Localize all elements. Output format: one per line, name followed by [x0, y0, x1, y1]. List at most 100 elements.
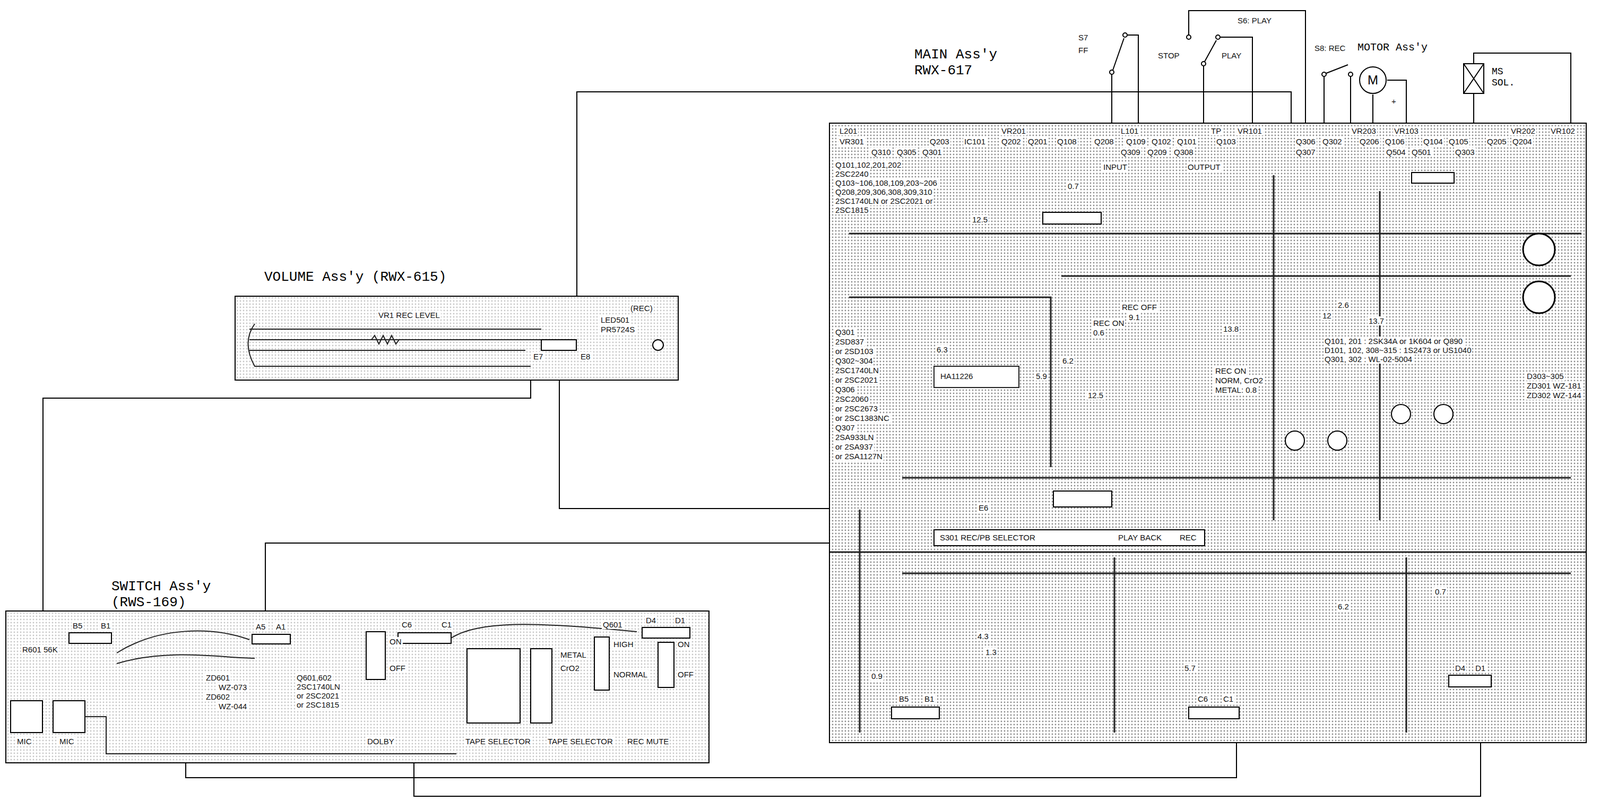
- part-label: D303~305: [1525, 371, 1565, 381]
- label-holder: MIC: [58, 736, 76, 747]
- label-holder: VR102: [1549, 126, 1577, 136]
- switch-contact: [1186, 35, 1191, 40]
- connector-strip: [1411, 172, 1455, 184]
- label-holder: Q105: [1447, 136, 1470, 147]
- part-label: 12: [1321, 310, 1333, 320]
- text-holder: MS SOL.: [1491, 66, 1520, 89]
- part-label: METAL: [559, 650, 588, 660]
- label-holder: D303~305: [1525, 371, 1565, 382]
- part-label: 12.5: [971, 214, 989, 224]
- part-label: Q601: [601, 619, 624, 629]
- label-holder: METAL: 0.8: [1214, 385, 1258, 395]
- label-holder: Q106: [1384, 136, 1406, 147]
- wire-connector: [265, 542, 829, 611]
- label-holder: ON: [388, 636, 403, 647]
- label-holder: Q108: [1056, 136, 1078, 147]
- label-holder: Q101: [1175, 136, 1198, 147]
- label-holder: VR1 REC LEVEL: [377, 310, 441, 320]
- switch-contact: [1321, 72, 1327, 77]
- part-label: B1: [923, 694, 936, 704]
- part-label: CrO2: [559, 663, 581, 673]
- part-label: MIC: [58, 736, 76, 746]
- label-holder: Q309: [1119, 147, 1142, 158]
- pcb-trace: [116, 630, 250, 653]
- part-label: (REC): [629, 303, 654, 313]
- label-holder: or 2SC1383NC: [834, 413, 891, 423]
- part-label: Q307: [1294, 147, 1317, 157]
- pcb-trace: [248, 323, 532, 367]
- label-holder: Q104: [1422, 136, 1444, 147]
- label-holder: REC MUTE: [626, 736, 670, 747]
- part-label: E8: [579, 351, 592, 361]
- part-label: +: [1390, 96, 1398, 106]
- part-label: S6: PLAY: [1236, 15, 1273, 25]
- part-label: ON: [676, 639, 691, 649]
- label-holder: 6.3: [935, 344, 949, 355]
- part-label: ZD301 WZ-181: [1525, 381, 1583, 391]
- connector-strip: [1053, 490, 1112, 507]
- transistor-symbol: [1285, 430, 1305, 451]
- mode-switches: [1109, 10, 1571, 123]
- part-label: Q601,602: [295, 672, 333, 682]
- pcb-trace: [902, 572, 1571, 575]
- label-holder: D4: [1454, 663, 1467, 673]
- label-holder: VR103: [1393, 126, 1420, 136]
- pcb-trace: [902, 477, 1571, 479]
- part-label: STOP: [1156, 50, 1181, 60]
- part-label: 2SC1815: [834, 205, 870, 215]
- part-label: D1: [673, 615, 687, 625]
- solenoid-symbol: [1463, 63, 1485, 94]
- label-holder: ZD301 WZ-181: [1525, 381, 1583, 391]
- solenoid-wire: [1473, 53, 1571, 123]
- label-holder: LED501: [599, 315, 631, 325]
- label-holder: 2SC2240: [834, 169, 870, 179]
- part-label: NORMAL: [612, 669, 649, 679]
- pcb-trace: [249, 349, 526, 351]
- part-label: ON: [388, 636, 403, 646]
- part-label: 6.2: [1336, 601, 1351, 611]
- label-holder: Q308: [1172, 147, 1195, 158]
- part-label: Q302: [1321, 136, 1344, 146]
- label-holder: S7: [1077, 32, 1089, 43]
- label-holder: C6: [400, 619, 413, 630]
- part-label: D1: [1474, 663, 1487, 673]
- part-label: 2SC2060: [834, 394, 870, 404]
- part-label: VR203: [1350, 126, 1378, 136]
- label-holder: 0.7: [1433, 586, 1448, 597]
- label-holder: REC ON: [1214, 366, 1248, 376]
- part-label: FF: [1077, 45, 1089, 55]
- part-label: 0.6: [1092, 327, 1106, 337]
- switch-wire: [1220, 37, 1253, 123]
- part-label: WZ-044: [217, 701, 248, 711]
- label-holder: REC ON: [1092, 318, 1126, 328]
- label-holder: VR301: [838, 136, 866, 147]
- part-label: REC OFF: [1120, 302, 1158, 312]
- part-label: D101, 102, 308~315 : 1S2473 or US1040: [1323, 345, 1473, 355]
- part-label: HA11226: [939, 371, 974, 381]
- label-holder: E7: [532, 351, 544, 362]
- label-holder: Q307: [834, 422, 856, 433]
- part-label: REC MUTE: [626, 736, 670, 746]
- label-holder: L101: [1119, 126, 1140, 136]
- label-holder: Q208: [1093, 136, 1115, 147]
- part-label: Q105: [1447, 136, 1470, 146]
- switch-contact: [1348, 72, 1353, 77]
- part-label: or 2SA1127N: [834, 451, 884, 461]
- connector-strip: [398, 632, 452, 644]
- part-label: NORM, CrO2: [1214, 375, 1265, 385]
- part-label: Q301, 302 : WL-02-5004: [1323, 354, 1414, 364]
- label-holder: Q204: [1511, 136, 1534, 147]
- part-label: 2SC1740LN: [834, 365, 880, 375]
- wire-connector: [1372, 94, 1374, 123]
- label-holder: E6: [977, 503, 990, 513]
- switch-contact: [1201, 61, 1206, 66]
- part-label: Q301: [834, 327, 856, 337]
- motor-wire: [1387, 80, 1407, 123]
- switch-lever: [1112, 38, 1124, 71]
- label-holder: Q306: [834, 384, 856, 395]
- label-holder: 0.9: [870, 671, 884, 681]
- part-label: 0.7: [1433, 586, 1448, 596]
- label-holder: TP: [1209, 126, 1223, 136]
- motor-letter: M: [1367, 72, 1379, 88]
- label-holder: ZD602: [204, 692, 231, 702]
